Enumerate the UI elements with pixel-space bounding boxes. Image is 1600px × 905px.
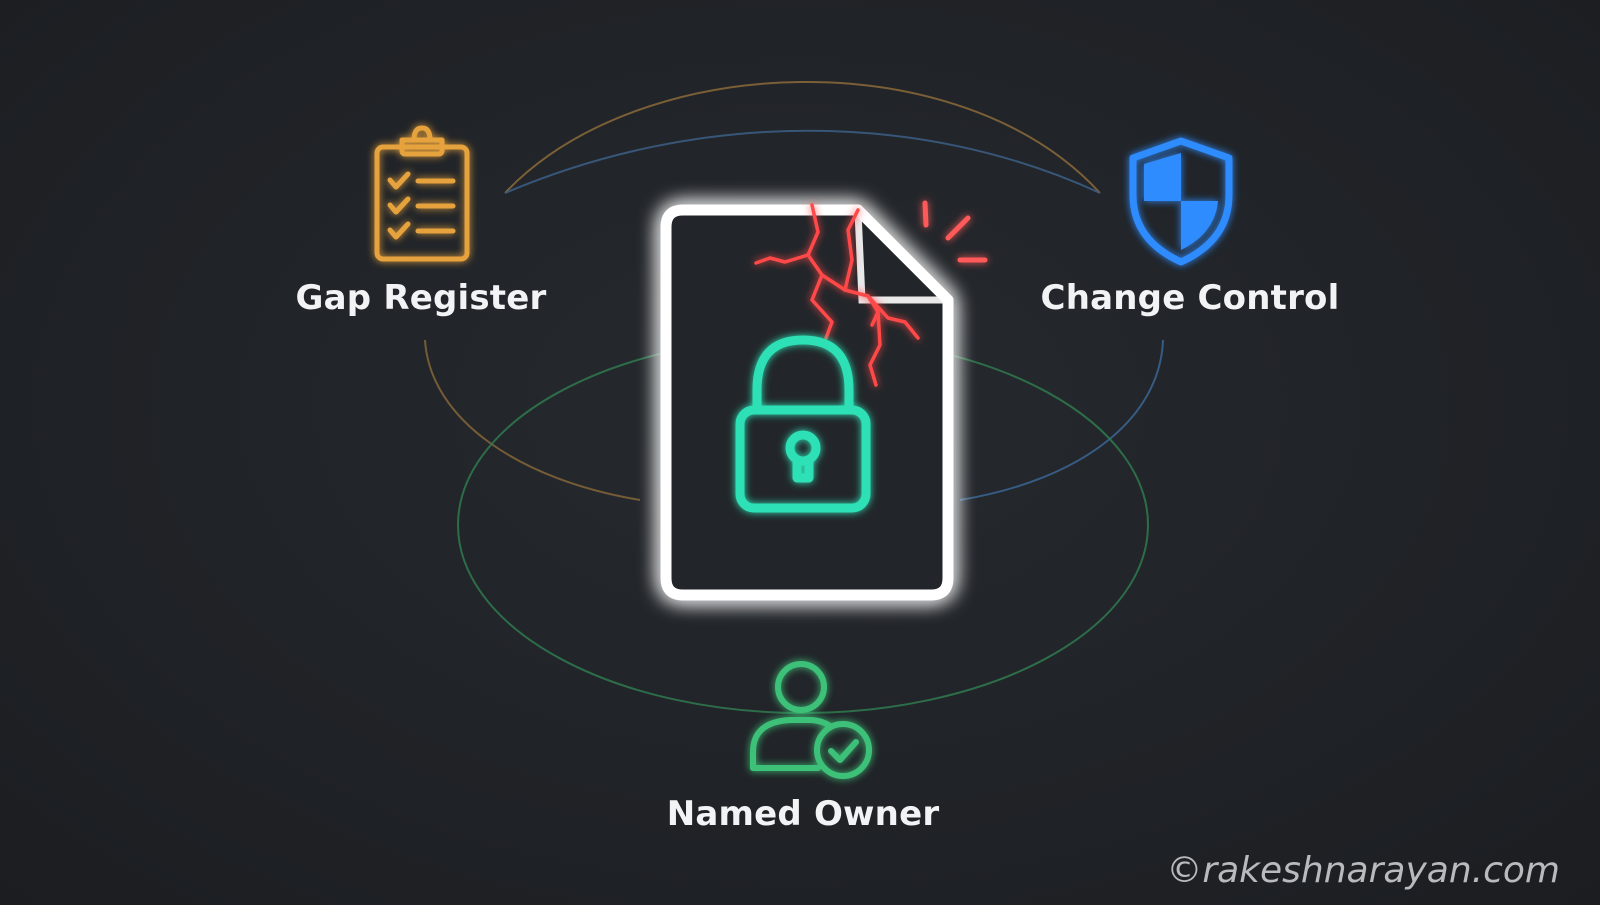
named-owner-label: Named Owner	[666, 794, 940, 834]
crack-lines	[754, 203, 920, 387]
arc-gap-to-change-inner	[504, 129, 1101, 194]
connector-arcs	[424, 81, 1164, 714]
change-control-label: Change Control	[1040, 278, 1340, 318]
alert-rays	[922, 200, 988, 263]
clipboard-checklist-icon	[374, 125, 470, 262]
document-fold	[854, 211, 946, 304]
arc-gap-to-change-outer	[504, 81, 1101, 194]
cracked-locked-document-icon	[660, 200, 988, 601]
gap-register-label: Gap Register	[295, 278, 547, 318]
shield-icon	[1129, 137, 1233, 266]
watermark: ©rakeshnarayan.com	[1166, 850, 1560, 891]
arc-gap-down	[424, 339, 641, 501]
document-outline	[660, 204, 954, 601]
user-check-icon	[750, 661, 872, 779]
lock-icon	[735, 335, 871, 513]
arc-change-down	[959, 339, 1164, 501]
